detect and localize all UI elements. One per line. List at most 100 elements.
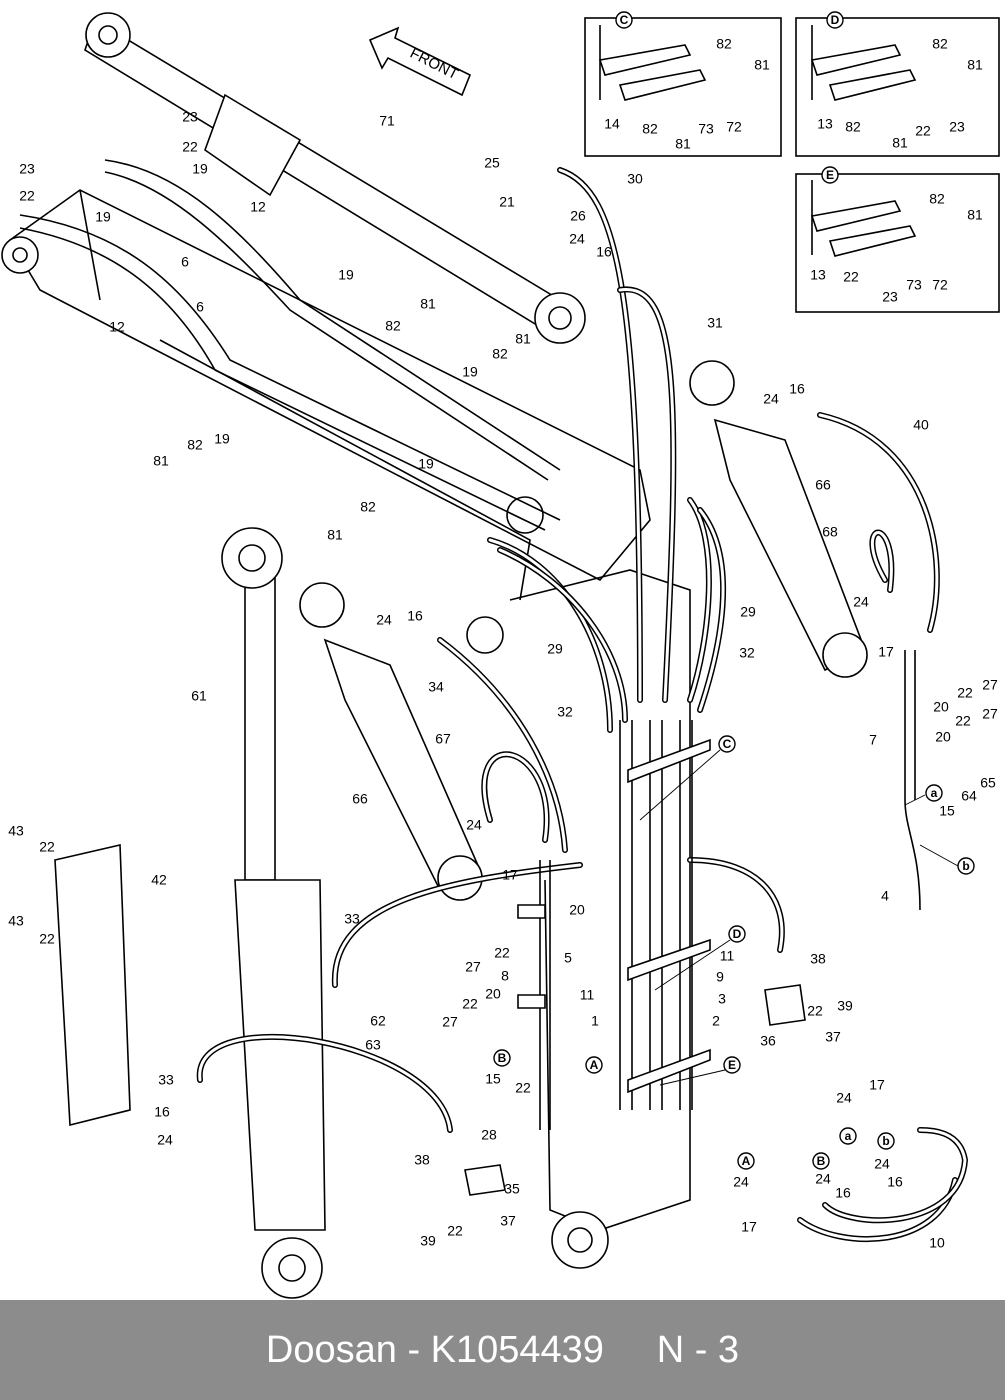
leader-line bbox=[904, 794, 926, 806]
part-label: 81 bbox=[754, 57, 770, 73]
part-label: 81 bbox=[967, 57, 983, 73]
part-label: 71 bbox=[379, 113, 395, 129]
part-label: 10 bbox=[929, 1235, 945, 1251]
part-label: 22 bbox=[182, 139, 198, 155]
part-label: 19 bbox=[338, 267, 354, 283]
part-label: 11 bbox=[720, 948, 735, 964]
part-label: 28 bbox=[481, 1127, 497, 1143]
svg-text:C: C bbox=[723, 737, 732, 751]
part-label: 35 bbox=[504, 1181, 520, 1197]
part-label: 82 bbox=[360, 499, 376, 515]
part-label: 23 bbox=[882, 289, 898, 305]
part-label: 38 bbox=[414, 1152, 430, 1168]
part-label: 24 bbox=[376, 612, 392, 628]
part-label: 27 bbox=[465, 959, 481, 975]
part-label: 12 bbox=[250, 199, 266, 215]
part-label: 13 bbox=[817, 116, 833, 132]
part-label: 31 bbox=[707, 315, 723, 331]
part-label: 30 bbox=[627, 171, 643, 187]
part-label: 42 bbox=[151, 872, 167, 888]
arm-cylinder-61 bbox=[221, 527, 326, 1299]
part-label: 17 bbox=[502, 867, 518, 883]
hydraulic-piping-diagram: FRONT bbox=[1, 11, 1000, 1299]
part-label: 19 bbox=[95, 209, 111, 225]
part-label: 22 bbox=[955, 713, 971, 729]
cover-plate-42 bbox=[54, 844, 131, 1127]
svg-text:A: A bbox=[590, 1058, 599, 1072]
leader-line bbox=[659, 1069, 726, 1086]
part-label: 2 bbox=[712, 1013, 720, 1029]
part-label: 24 bbox=[466, 817, 482, 833]
part-label: 82 bbox=[385, 318, 401, 334]
part-label: 19 bbox=[418, 456, 434, 472]
part-label: 66 bbox=[815, 477, 831, 493]
part-label: 82 bbox=[929, 191, 945, 207]
part-label: 21 bbox=[499, 194, 515, 210]
part-label: 81 bbox=[420, 296, 436, 312]
part-label: 14 bbox=[604, 116, 620, 132]
part-label: 32 bbox=[739, 645, 755, 661]
part-label: 20 bbox=[933, 699, 949, 715]
callout-a: a bbox=[925, 784, 943, 802]
callout-E: E bbox=[723, 1056, 741, 1074]
part-label: 13 bbox=[810, 267, 826, 283]
part-label: 9 bbox=[716, 969, 724, 985]
footer-caption: Doosan - K1054439 N - 3 bbox=[0, 1300, 1005, 1400]
part-label: 36 bbox=[760, 1033, 776, 1049]
svg-text:E: E bbox=[826, 168, 834, 182]
hoses-and-pipes bbox=[19, 159, 969, 1243]
part-label: 24 bbox=[763, 391, 779, 407]
part-label: 82 bbox=[845, 119, 861, 135]
part-label: 22 bbox=[462, 996, 478, 1012]
part-label: 37 bbox=[500, 1213, 516, 1229]
part-label: 20 bbox=[935, 729, 951, 745]
part-label: 20 bbox=[569, 902, 585, 918]
part-label: 22 bbox=[447, 1223, 463, 1239]
part-label: 5 bbox=[564, 950, 572, 966]
part-label: 24 bbox=[836, 1090, 852, 1106]
part-label: 81 bbox=[675, 136, 691, 152]
part-label: 81 bbox=[153, 453, 169, 469]
callout-B: B bbox=[812, 1152, 830, 1170]
part-label: 17 bbox=[878, 644, 894, 660]
part-label: 39 bbox=[420, 1233, 436, 1249]
part-label: 40 bbox=[913, 417, 929, 433]
part-label: 82 bbox=[716, 36, 732, 52]
part-label: 7 bbox=[869, 732, 877, 748]
callout-A: A bbox=[737, 1152, 755, 1170]
part-label: 19 bbox=[192, 161, 208, 177]
part-label: 72 bbox=[932, 277, 948, 293]
front-arrow: FRONT bbox=[368, 26, 472, 97]
part-label: 81 bbox=[515, 331, 531, 347]
part-label: 23 bbox=[19, 161, 35, 177]
part-label: 23 bbox=[949, 119, 965, 135]
svg-text:B: B bbox=[498, 1051, 507, 1065]
callout-D: D bbox=[826, 11, 844, 29]
part-label: 29 bbox=[740, 604, 756, 620]
part-label: 15 bbox=[939, 803, 955, 819]
part-label: 27 bbox=[982, 706, 998, 722]
part-label: 25 bbox=[484, 155, 500, 171]
part-label: 22 bbox=[515, 1080, 531, 1096]
part-label: 81 bbox=[892, 135, 908, 151]
part-label: 16 bbox=[407, 608, 423, 624]
part-label: 11 bbox=[580, 987, 595, 1003]
part-label: 3 bbox=[718, 991, 726, 1007]
svg-text:D: D bbox=[831, 13, 840, 27]
part-label: 38 bbox=[810, 951, 826, 967]
part-label: 82 bbox=[932, 36, 948, 52]
part-label: 12 bbox=[109, 319, 125, 335]
part-label: 43 bbox=[8, 823, 24, 839]
svg-text:B: B bbox=[817, 1154, 826, 1168]
part-label: 66 bbox=[352, 791, 368, 807]
callout-B: B bbox=[493, 1049, 511, 1067]
part-label: 19 bbox=[214, 431, 230, 447]
part-label: 17 bbox=[869, 1077, 885, 1093]
part-label: 22 bbox=[39, 839, 55, 855]
part-label: 37 bbox=[825, 1029, 841, 1045]
part-label: 22 bbox=[494, 945, 510, 961]
part-label: 33 bbox=[158, 1072, 174, 1088]
svg-text:a: a bbox=[845, 1129, 852, 1143]
part-label: 6 bbox=[196, 299, 204, 315]
